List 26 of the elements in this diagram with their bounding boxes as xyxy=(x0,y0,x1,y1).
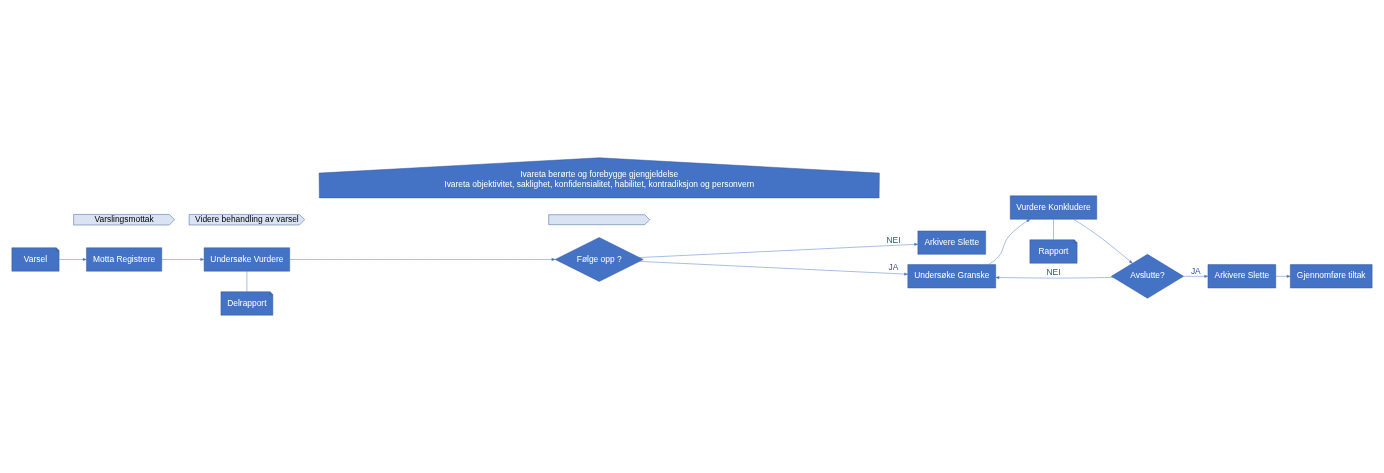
arrow xyxy=(1275,274,1291,278)
node-diamond: Følge opp ? xyxy=(554,237,644,282)
arrow xyxy=(639,261,908,276)
node-box: Arkivere Slette xyxy=(917,230,986,255)
edge-label: JA xyxy=(1190,265,1201,276)
arrow xyxy=(995,276,1114,279)
node-box: Vurdere Konkludere xyxy=(1010,195,1097,220)
arrow xyxy=(289,258,556,261)
node-box: Motta Registrere xyxy=(86,247,162,272)
arrow xyxy=(988,219,1031,265)
node-diamond: Avslutte? xyxy=(1111,254,1184,299)
node-box: Gjennomføre tiltak xyxy=(1290,264,1373,289)
arrow xyxy=(1073,219,1133,264)
node-box: Arkivere Slette xyxy=(1207,264,1277,289)
node-box: Undersøke Granske xyxy=(907,264,996,289)
arrow xyxy=(161,258,205,261)
edge-label: NEI xyxy=(1046,267,1061,278)
arrow xyxy=(639,243,919,258)
connector xyxy=(246,271,248,292)
arrow xyxy=(1183,274,1209,278)
edge-label: NEI xyxy=(886,234,901,245)
connector xyxy=(1053,219,1054,240)
node-chevron xyxy=(548,214,650,225)
edge-label: JA xyxy=(888,262,899,273)
arrow xyxy=(58,258,87,261)
node-box: Undersøke Vurdere xyxy=(203,247,290,272)
